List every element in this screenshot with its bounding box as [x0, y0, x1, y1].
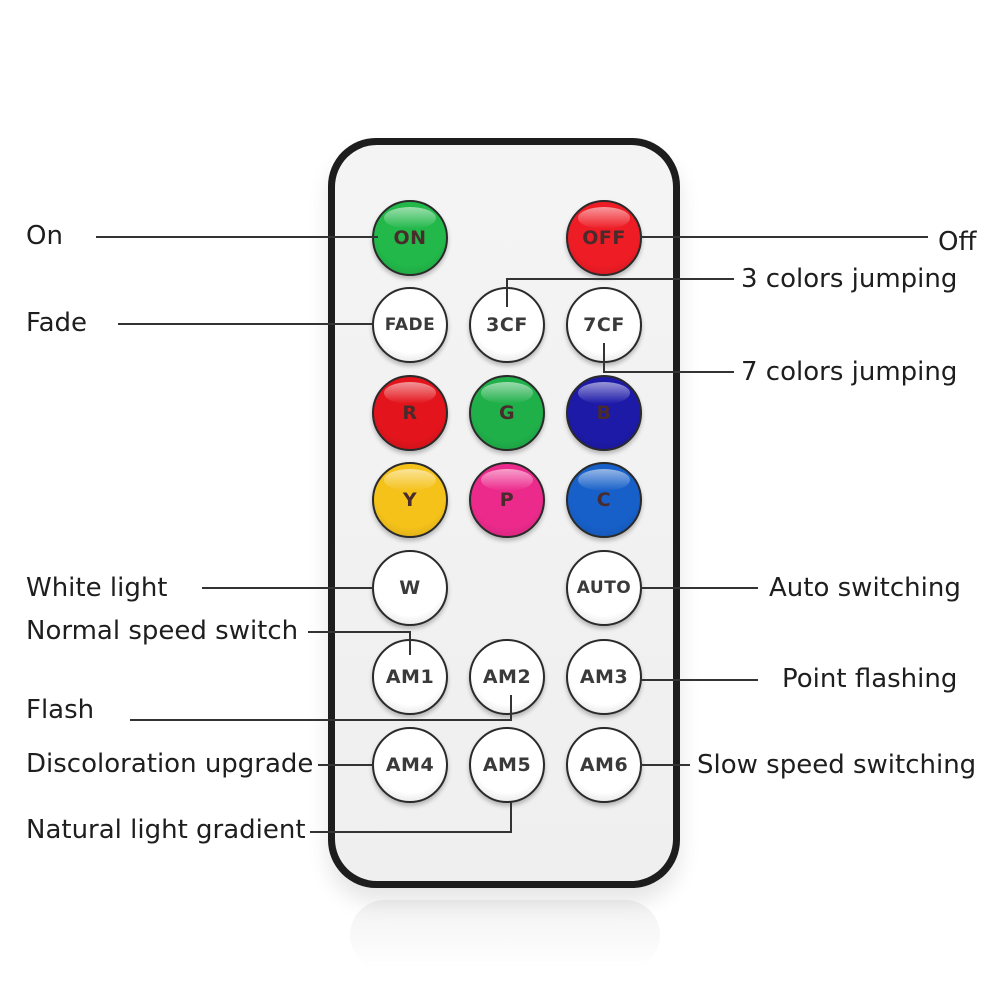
am5-button-label: AM5 [482, 754, 532, 776]
auto-button[interactable]: AUTO [566, 550, 642, 626]
yellow-button-label: Y [402, 489, 418, 511]
pink-button[interactable]: P [469, 462, 545, 538]
callout-natural-light-gradient: Natural light gradient [26, 815, 306, 845]
am4-button-label: AM4 [385, 754, 435, 776]
am4-button[interactable]: AM4 [372, 727, 448, 803]
callout-off: Off [938, 227, 977, 257]
yellow-button[interactable]: Y [372, 462, 448, 538]
red-button-label: R [402, 402, 418, 424]
red-button[interactable]: R [372, 375, 448, 451]
callout-7-colors-jumping: 7 colors jumping [741, 357, 958, 387]
off-button[interactable]: OFF [566, 200, 642, 276]
callout-point-flashing: Point flashing [782, 664, 958, 694]
am3-button-label: AM3 [579, 666, 629, 688]
off-button-label: OFF [582, 227, 626, 249]
green-button[interactable]: G [469, 375, 545, 451]
blue-button[interactable]: B [566, 375, 642, 451]
am5-button[interactable]: AM5 [469, 727, 545, 803]
auto-button-label: AUTO [576, 578, 632, 598]
callout-discoloration-upgrade: Discoloration upgrade [26, 749, 314, 779]
7cf-button-label: 7CF [583, 314, 625, 336]
am6-button[interactable]: AM6 [566, 727, 642, 803]
callout-flash: Flash [26, 695, 95, 725]
callout-white-light: White light [26, 573, 168, 603]
am1-button[interactable]: AM1 [372, 639, 448, 715]
callout-fade: Fade [26, 308, 88, 338]
3cf-button[interactable]: 3CF [469, 287, 545, 363]
callout-3-colors-jumping: 3 colors jumping [741, 264, 958, 294]
remote-reflection [350, 900, 660, 970]
callout-slow-speed-switching: Slow speed switching [697, 750, 977, 780]
am2-button[interactable]: AM2 [469, 639, 545, 715]
blue-button-label: B [596, 402, 612, 424]
fade-button-label: FADE [384, 315, 436, 335]
callout-auto-switching: Auto switching [769, 573, 961, 603]
pink-button-label: P [499, 489, 515, 511]
green-button-label: G [498, 402, 516, 424]
on-button-label: ON [393, 227, 427, 249]
callout-normal-speed-switch: Normal speed switch [26, 616, 299, 646]
cyan-button[interactable]: C [566, 462, 642, 538]
cyan-button-label: C [596, 489, 612, 511]
on-button[interactable]: ON [372, 200, 448, 276]
am3-button[interactable]: AM3 [566, 639, 642, 715]
3cf-button-label: 3CF [486, 314, 528, 336]
fade-button[interactable]: FADE [372, 287, 448, 363]
am2-button-label: AM2 [482, 666, 532, 688]
callout-on: On [26, 221, 63, 251]
am1-button-label: AM1 [385, 666, 435, 688]
white-button[interactable]: W [372, 550, 448, 626]
am6-button-label: AM6 [579, 754, 629, 776]
7cf-button[interactable]: 7CF [566, 287, 642, 363]
white-button-label: W [399, 577, 421, 599]
